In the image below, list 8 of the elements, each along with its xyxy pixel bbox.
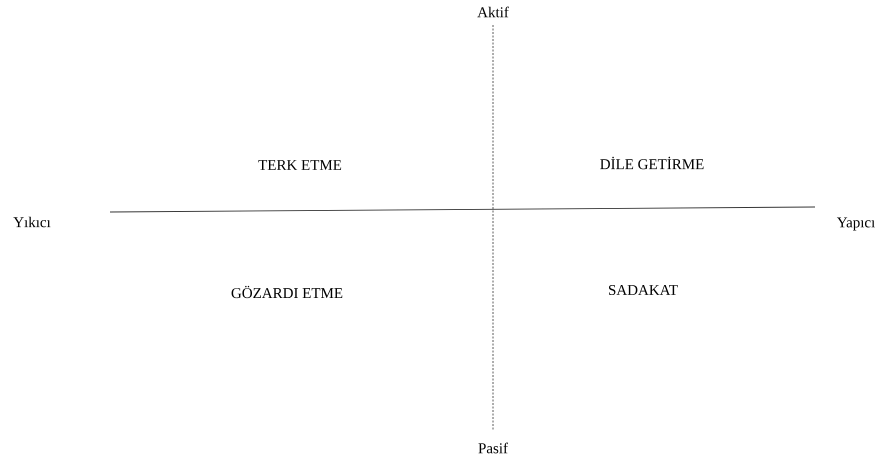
axis-label: Pasif	[478, 442, 508, 454]
axis-label: Aktif	[477, 6, 509, 18]
quadrant-label: GÖZARDI ETME	[232, 286, 342, 298]
axis-label: Yapıcı	[836, 218, 875, 230]
quadrant-label: DİLE GETİRME	[600, 156, 704, 170]
quadrant-label: SADAKAT	[609, 284, 678, 296]
axis-label: Yıkıcı	[13, 216, 50, 228]
quadrant-label: TERK ETME	[258, 160, 342, 170]
